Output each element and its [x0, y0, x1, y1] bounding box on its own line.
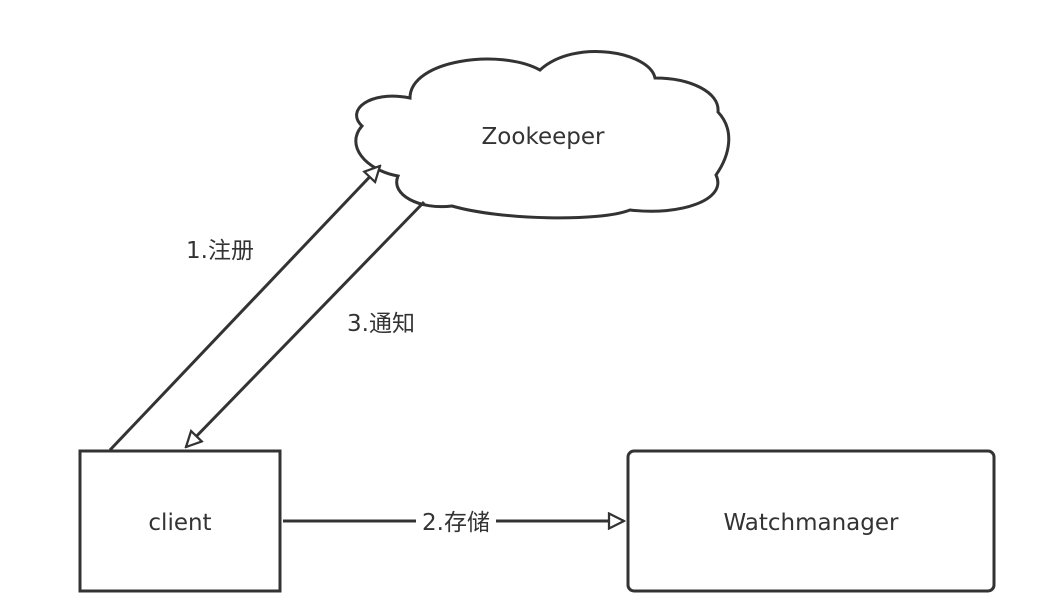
notify-arrow: [186, 200, 426, 447]
store-label-background: [416, 506, 496, 538]
edge-register[interactable]: 1.注册: [108, 166, 380, 452]
register-label: 1.注册: [186, 238, 254, 264]
client-label: client: [148, 510, 211, 536]
register-arrow: [108, 166, 380, 452]
client-node[interactable]: client: [78, 449, 282, 593]
edge-store[interactable]: 2.存储: [283, 506, 624, 538]
notify-label: 3.通知: [347, 311, 415, 337]
zookeeper-label: Zookeeper: [482, 124, 605, 150]
client-box: [78, 449, 282, 593]
watchmanager-box: [626, 449, 996, 593]
watchmanager-node[interactable]: Watchmanager: [626, 449, 996, 593]
zookeeper-node[interactable]: Zookeeper: [354, 50, 731, 220]
watchmanager-label: Watchmanager: [724, 510, 900, 536]
store-label: 2.存储: [422, 510, 490, 536]
edge-notify[interactable]: 3.通知: [186, 200, 426, 447]
